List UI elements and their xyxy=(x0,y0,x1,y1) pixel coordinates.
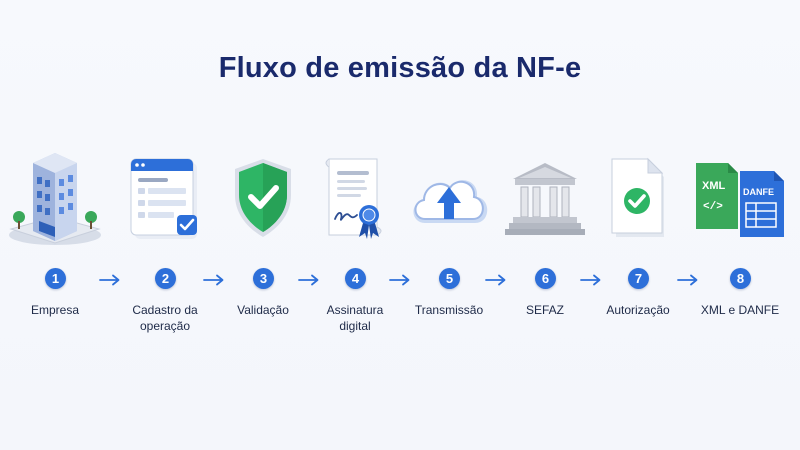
xml-code-symbol: </> xyxy=(703,201,723,213)
step-number-badge: 1 xyxy=(45,268,66,289)
arrow-right-icon xyxy=(580,274,601,286)
shield-check-icon xyxy=(208,142,318,252)
step-label: Transmissão xyxy=(414,303,484,317)
step-transmissao: 5 Transmissão xyxy=(394,142,504,317)
step-number-badge: 3 xyxy=(253,268,274,289)
step-number-badge: 8 xyxy=(730,268,751,289)
arrow-right-icon xyxy=(389,274,410,286)
step-sefaz: 6 SEFAZ xyxy=(490,142,600,317)
danfe-label: DANFE xyxy=(743,187,774,197)
xml-label: XML xyxy=(702,180,726,192)
step-number-badge: 5 xyxy=(439,268,460,289)
form-window-icon xyxy=(110,142,220,252)
arrow-right-icon xyxy=(298,274,319,286)
step-label: Autorização xyxy=(606,303,670,317)
arrow-right-icon xyxy=(99,274,120,286)
arrow-right-icon xyxy=(485,274,506,286)
step-number-badge: 2 xyxy=(155,268,176,289)
cloud-upload-icon xyxy=(394,142,504,252)
step-xml-danfe: XML </> DANFE 8 XML e DANFE xyxy=(685,142,795,317)
arrow-right-icon xyxy=(203,274,224,286)
office-building-icon xyxy=(0,142,110,252)
step-empresa: 1 Empresa xyxy=(0,142,110,317)
xml-danfe-documents-icon: XML </> DANFE xyxy=(685,142,795,252)
step-number-badge: 4 xyxy=(345,268,366,289)
step-label: XML e DANFE xyxy=(700,303,780,317)
step-label: Empresa xyxy=(30,303,80,317)
step-number-badge: 6 xyxy=(535,268,556,289)
step-validacao: 3 Validação xyxy=(208,142,318,317)
approved-document-icon xyxy=(583,142,693,252)
government-building-icon xyxy=(490,142,600,252)
step-label: SEFAZ xyxy=(525,303,564,317)
diagram-title: Fluxo de emissão da NF-e xyxy=(218,52,582,84)
step-number-badge: 7 xyxy=(628,268,649,289)
arrow-right-icon xyxy=(677,274,698,286)
signed-certificate-icon xyxy=(300,142,410,252)
step-autorizacao: 7 Autorização xyxy=(583,142,693,317)
step-label: Validação xyxy=(237,303,289,317)
